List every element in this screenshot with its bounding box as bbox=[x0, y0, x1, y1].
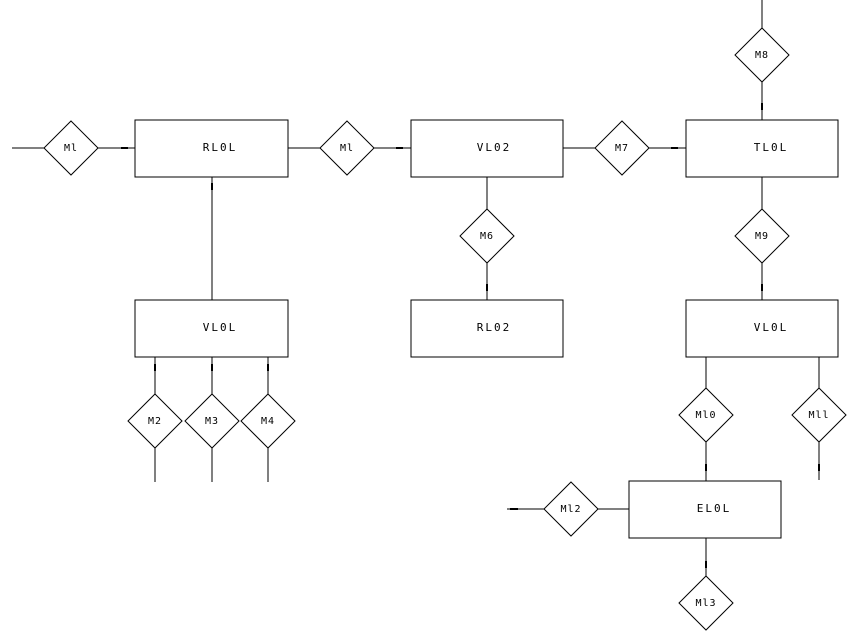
entity-v101-right-label: VL0L bbox=[754, 321, 789, 334]
relation-m4-label: M4 bbox=[261, 416, 275, 427]
entity-v101-right: VL0L bbox=[685, 299, 839, 358]
relation-m6-label: M6 bbox=[480, 231, 494, 242]
relation-m1-left-label: Ml bbox=[64, 143, 78, 154]
relation-m7-label: M7 bbox=[615, 143, 629, 154]
relation-m11: Mll bbox=[791, 387, 847, 443]
relation-m1-left: Ml bbox=[43, 120, 99, 176]
relation-m8: M8 bbox=[734, 27, 790, 83]
entity-t101-label: TL0L bbox=[754, 141, 789, 154]
relation-m1-mid: Ml bbox=[319, 120, 375, 176]
connector-lines bbox=[12, 0, 820, 576]
relation-m13: Ml3 bbox=[678, 575, 734, 631]
relation-m12: Ml2 bbox=[543, 481, 599, 537]
entity-r102-label: RL02 bbox=[477, 321, 512, 334]
entity-v101-left-label: VL0L bbox=[203, 321, 238, 334]
relation-m9: M9 bbox=[734, 208, 790, 264]
relation-m10-label: Ml0 bbox=[695, 410, 716, 421]
relation-m13-label: Ml3 bbox=[695, 598, 716, 609]
relation-m1-mid-label: Ml bbox=[340, 143, 354, 154]
relation-m3-label: M3 bbox=[205, 416, 219, 427]
relation-m6: M6 bbox=[459, 208, 515, 264]
relation-m9-label: M9 bbox=[755, 231, 769, 242]
entity-t101: TL0L bbox=[685, 119, 839, 178]
entity-r101-label: RL0L bbox=[203, 141, 238, 154]
relation-m7: M7 bbox=[594, 120, 650, 176]
relation-m2-label: M2 bbox=[148, 416, 162, 427]
relation-m2: M2 bbox=[127, 393, 183, 449]
entity-v101-left: VL0L bbox=[134, 299, 289, 358]
entity-r101: RL0L bbox=[134, 119, 289, 178]
relation-m11-label: Mll bbox=[808, 410, 829, 421]
cardinality-marks bbox=[121, 103, 820, 568]
relation-m8-label: M8 bbox=[755, 50, 769, 61]
entity-e101: EL0L bbox=[628, 480, 782, 539]
entity-r102: RL02 bbox=[410, 299, 564, 358]
relation-m10: Ml0 bbox=[678, 387, 734, 443]
entity-v102: VL02 bbox=[410, 119, 564, 178]
relation-m4: M4 bbox=[240, 393, 296, 449]
entity-v102-label: VL02 bbox=[477, 141, 512, 154]
relation-m3: M3 bbox=[184, 393, 240, 449]
entity-e101-label: EL0L bbox=[697, 502, 732, 515]
relation-m12-label: Ml2 bbox=[560, 504, 581, 515]
